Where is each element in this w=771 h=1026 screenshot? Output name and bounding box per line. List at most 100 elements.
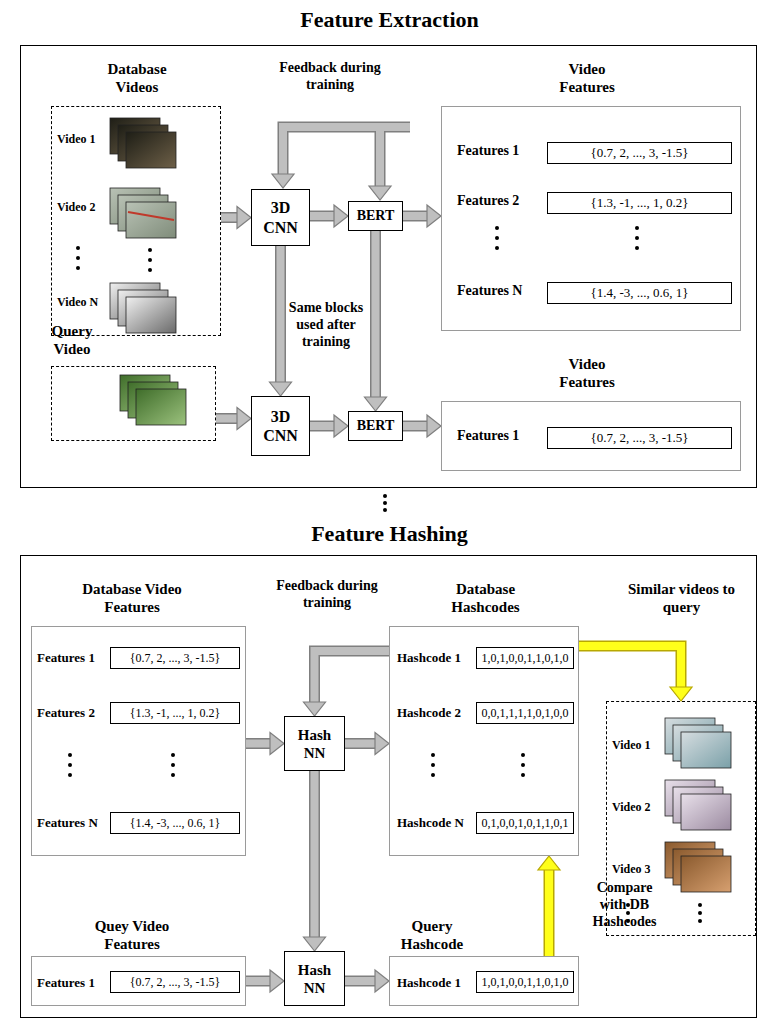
arrow-head [270, 733, 284, 755]
hashcode-panel: Query HashcodeHashcode 11,0,1,0,0,1,1,0,… [389, 956, 579, 1006]
dot [495, 226, 499, 230]
arrow-shaft [403, 421, 428, 432]
dot [431, 753, 435, 757]
annotation-label: Feedback during training [275, 60, 385, 94]
flow-arrow [304, 771, 326, 951]
arrow-shaft [372, 231, 380, 398]
feature-vector: {1.3, -1, ..., 1, 0.2} [547, 192, 732, 214]
section-panel: Feature HashingDatabase Video FeaturesFe… [20, 555, 757, 1018]
block-name: Hash NN [287, 726, 342, 762]
group-heading: Database Hashcodes [433, 580, 538, 616]
model-block: BERT [348, 201, 403, 231]
dot [635, 236, 639, 240]
video-thumbnail [110, 188, 176, 238]
arrow-head [304, 937, 326, 951]
vector-value: {0.7, 2, ..., 3, -1.5} [590, 145, 688, 161]
arrow-shaft [403, 211, 428, 222]
arrow-shaft [310, 212, 335, 220]
arrow-shaft [345, 738, 376, 749]
feature-vector: {1.4, -3, ..., 0.6, 1} [110, 812, 240, 834]
video-thumbnail [665, 718, 731, 768]
dot [171, 753, 175, 757]
arrow-shaft [246, 977, 271, 985]
feature-vector: {1.4, -3, ..., 0.6, 1} [547, 282, 732, 304]
row-label: Hashcode N [397, 815, 474, 831]
model-block: 3D CNN [251, 189, 310, 246]
hashcode-panel: Database HashcodesHashcode 1Hashcode 2Ha… [389, 626, 579, 856]
dot [635, 246, 639, 250]
arrow-head [375, 733, 389, 755]
arrow-shaft [403, 422, 428, 430]
dot [76, 246, 80, 250]
flow-arrow [221, 207, 251, 229]
vector-value: 1,0,1,0,0,1,1,0,1,0 [482, 975, 569, 989]
model-block: BERT [348, 411, 403, 441]
video-thumbnail [120, 375, 186, 425]
flow-arrow [310, 415, 348, 437]
row-label: Hashcode 2 [397, 705, 474, 721]
dot [171, 773, 175, 777]
arrow-shaft [311, 771, 319, 938]
group-heading: Query Hashcode [392, 917, 472, 953]
dot [171, 763, 175, 767]
arrow-head [427, 415, 441, 437]
arrow-shaft [345, 976, 376, 987]
dot [148, 268, 152, 272]
annotation-label: Same blocks used after training [288, 300, 364, 350]
arrow-head [365, 397, 387, 411]
model-block: 3D CNN [251, 396, 310, 456]
arrow-shaft [544, 869, 555, 956]
arrow-shaft [246, 740, 271, 748]
feature-panel: Video FeaturesFeatures 1{0.7, 2, ..., 3,… [441, 401, 741, 471]
dot [521, 773, 525, 777]
arrow-shaft [310, 422, 335, 430]
highlight-arrow [579, 646, 692, 701]
arrow-shaft [545, 869, 553, 956]
arrow-shaft [370, 231, 381, 398]
arrow-head [375, 970, 389, 992]
arrow-shaft [310, 211, 335, 222]
dot [431, 773, 435, 777]
arrow-head [670, 687, 692, 701]
section-title: Feature Hashing [21, 521, 758, 547]
feature-vector: {0.7, 2, ..., 3, -1.5} [547, 427, 732, 449]
row-label: Features N [37, 815, 107, 831]
video-frame [136, 389, 186, 425]
row-label: Features 1 [457, 428, 542, 445]
dot [76, 256, 80, 260]
block-name: 3D CNN [254, 407, 307, 445]
vector-value: {1.3, -1, ..., 1, 0.2} [590, 195, 688, 211]
dot [68, 763, 72, 767]
flow-arrow [345, 733, 389, 755]
arrow-head [237, 408, 251, 430]
block-name: BERT [357, 418, 395, 435]
flow-arrow [403, 205, 441, 227]
block-name: Hash NN [287, 961, 342, 997]
dot [495, 246, 499, 250]
section-title: Feature Extraction [21, 7, 758, 33]
video-frame [126, 297, 176, 333]
arrow-head [270, 382, 292, 396]
dot [68, 753, 72, 757]
arrow-shaft [579, 646, 681, 688]
arrow-shaft [216, 413, 238, 424]
arrow-shaft [315, 651, 390, 703]
vector-value: {1.4, -3, ..., 0.6, 1} [130, 816, 221, 830]
flow-arrow [216, 408, 251, 430]
dot [148, 258, 152, 262]
row-label: Hashcode 1 [397, 650, 474, 666]
dot [68, 773, 72, 777]
arrow-head [334, 205, 348, 227]
feature-vector: {0.7, 2, ..., 3, -1.5} [110, 971, 240, 993]
arrow-shaft [275, 246, 286, 383]
flow-arrow [310, 205, 348, 227]
row-label: Features 2 [457, 193, 542, 210]
vector-value: {0.7, 2, ..., 3, -1.5} [590, 430, 688, 446]
vector-value: 1,0,1,0,0,1,1,0,1,0 [482, 651, 569, 665]
row-label: Features N [457, 283, 542, 300]
arrow-shaft [277, 246, 285, 383]
arrow-shaft [309, 771, 320, 938]
video-label: Video 3 [612, 862, 664, 876]
flow-arrow [270, 246, 292, 396]
hashcode-value: 1,0,1,0,0,1,1,0,1,0 [476, 971, 574, 993]
